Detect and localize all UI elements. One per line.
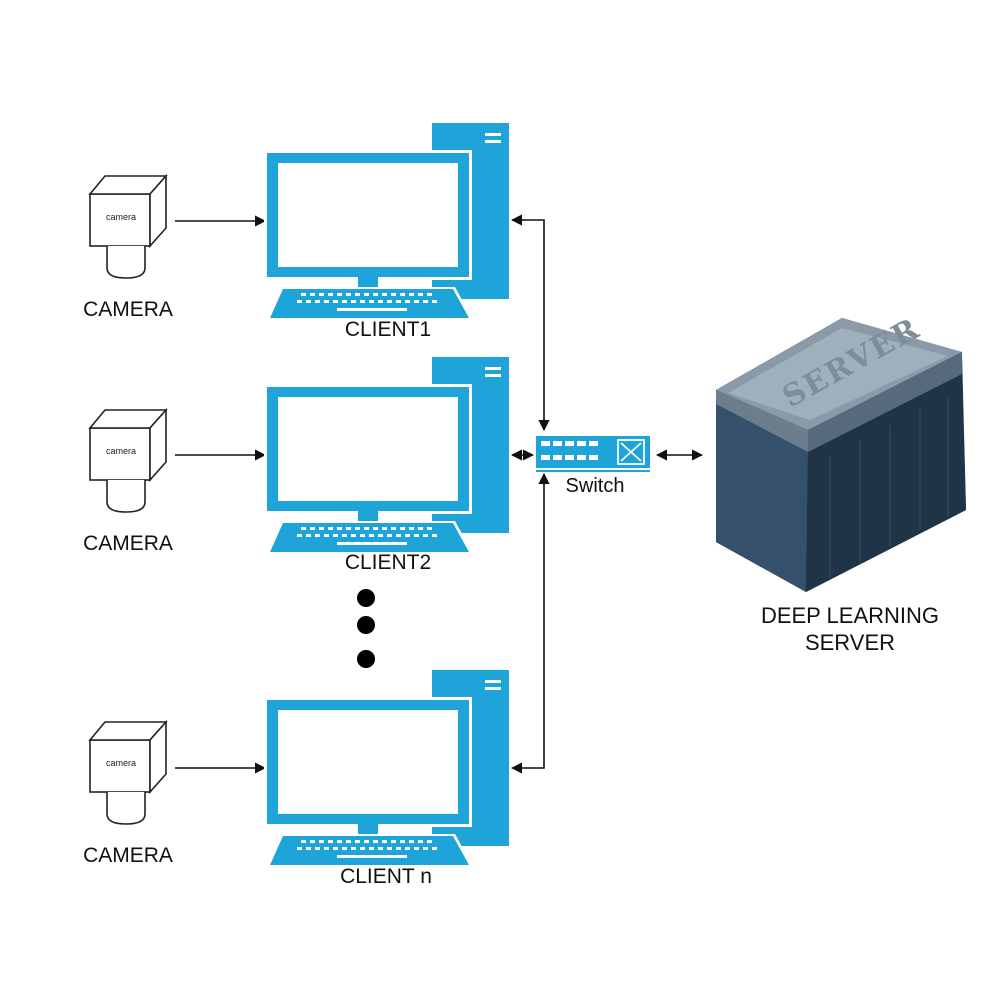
camera-body-text: camera (106, 212, 136, 222)
computer-icon (267, 357, 509, 554)
client-1-switch-link (510, 214, 550, 432)
client-n: CLIENT n (267, 670, 509, 888)
camera-label: CAMERA (83, 844, 173, 867)
server-icon: SERVER (716, 311, 966, 592)
network-switch-icon (536, 436, 650, 472)
client-2: CLIENT2 (267, 357, 509, 574)
deep-learning-server: SERVER DEEP LEARNING SERVER (716, 311, 966, 655)
client-label: CLIENT2 (345, 551, 431, 574)
client-label: CLIENT n (340, 865, 432, 888)
camera-body-text: camera (106, 446, 136, 456)
camera-label: CAMERA (83, 298, 173, 321)
vertical-dots-icon (357, 589, 375, 668)
client-n-switch-link (510, 472, 550, 774)
computer-icon (267, 670, 509, 867)
camera-icon: camera (89, 409, 167, 513)
camera-1: camera CAMERA (83, 175, 173, 321)
server-label-line1: DEEP LEARNING (761, 603, 939, 628)
camera-label: CAMERA (83, 532, 173, 555)
network-switch: Switch (536, 436, 650, 497)
switch-label: Switch (566, 475, 625, 497)
client-label: CLIENT1 (345, 318, 431, 341)
camera-icon: camera (89, 721, 167, 825)
camera-body-text: camera (106, 758, 136, 768)
camera-2: camera CAMERA (83, 409, 173, 555)
server-label-line2: SERVER (805, 630, 895, 655)
camera-3: camera CAMERA (83, 721, 173, 867)
computer-icon (267, 123, 509, 320)
camera-icon: camera (89, 175, 167, 279)
client-1: CLIENT1 (267, 123, 509, 341)
